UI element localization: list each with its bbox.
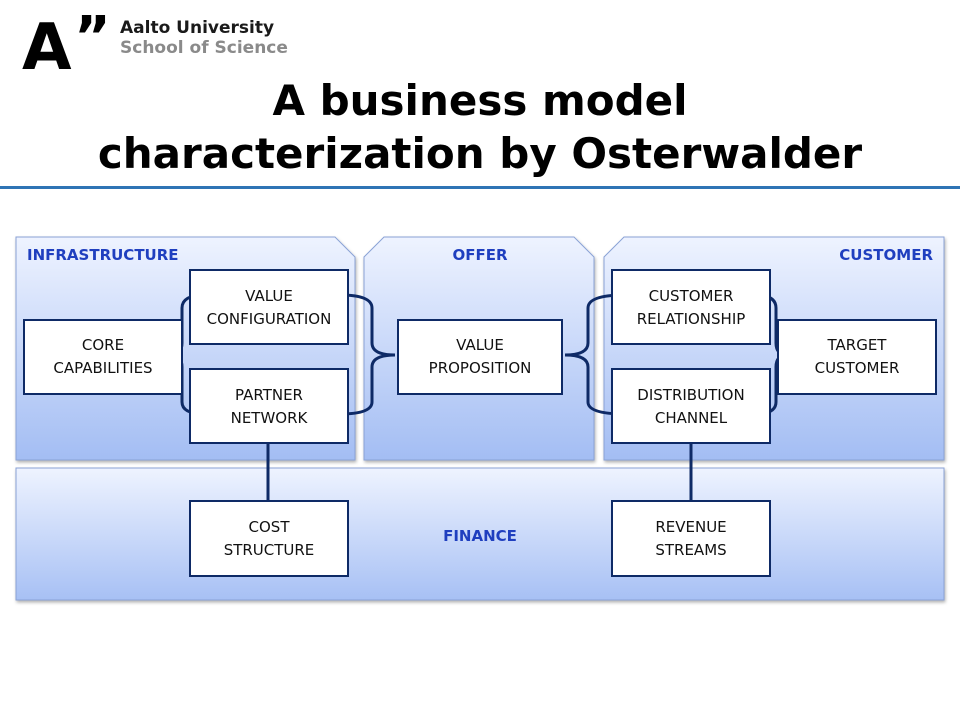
box-label-line-1: CUSTOMER xyxy=(649,287,734,305)
box-label-line-1: DISTRIBUTION xyxy=(637,386,744,404)
box-label-line-1: VALUE xyxy=(456,336,504,354)
box-label-line-2: STREAMS xyxy=(655,541,726,559)
infrastructure-label: INFRASTRUCTURE xyxy=(27,246,179,264)
box-label-line-1: TARGET xyxy=(827,336,888,354)
box-label-line-2: CAPABILITIES xyxy=(53,359,152,377)
box-distribution-channel: DISTRIBUTION CHANNEL xyxy=(611,368,771,444)
box-partner-network: PARTNER NETWORK xyxy=(189,368,349,444)
page-title-line-1: A business model xyxy=(272,76,688,125)
customer-label: CUSTOMER xyxy=(839,246,933,264)
box-label-line-2: RELATIONSHIP xyxy=(637,310,746,328)
box-label-line-2: NETWORK xyxy=(231,409,309,427)
box-label-line-2: CUSTOMER xyxy=(815,359,900,377)
box-value-configuration: VALUE CONFIGURATION xyxy=(189,269,349,345)
logo-university-name: Aalto University xyxy=(120,18,275,38)
box-target-customer: TARGET CUSTOMER xyxy=(777,319,937,395)
box-label-line-1: REVENUE xyxy=(655,518,726,536)
box-label-line-1: VALUE xyxy=(245,287,293,305)
box-label-line-2: PROPOSITION xyxy=(429,359,532,377)
box-core-capabilities: CORE CAPABILITIES xyxy=(23,319,183,395)
logo-quote-mark: ” xyxy=(74,5,111,70)
brace-value-proposition-right xyxy=(564,293,627,416)
box-cost-structure: COST STRUCTURE xyxy=(189,500,349,577)
title-divider xyxy=(0,186,960,189)
finance-region xyxy=(15,467,945,601)
box-revenue-streams: REVENUE STREAMS xyxy=(611,500,771,577)
box-label-line-2: CHANNEL xyxy=(655,409,728,427)
page-title: A business model characterization by Ost… xyxy=(0,74,960,180)
box-label-line-2: CONFIGURATION xyxy=(207,310,332,328)
page-title-line-2: characterization by Osterwalder xyxy=(97,129,863,178)
box-customer-relationship: CUSTOMER RELATIONSHIP xyxy=(611,269,771,345)
logo-mark: A xyxy=(22,11,71,85)
box-label-line-2: STRUCTURE xyxy=(224,541,315,559)
finance-label: FINANCE xyxy=(443,527,517,545)
box-label-line-1: PARTNER xyxy=(235,386,303,404)
box-label-line-1: COST xyxy=(249,518,291,536)
logo-school-name: School of Science xyxy=(120,38,288,58)
offer-label: OFFER xyxy=(452,246,507,264)
box-value-proposition: VALUE PROPOSITION xyxy=(397,319,563,395)
brace-value-proposition-left xyxy=(338,293,396,416)
box-label-line-1: CORE xyxy=(82,336,124,354)
